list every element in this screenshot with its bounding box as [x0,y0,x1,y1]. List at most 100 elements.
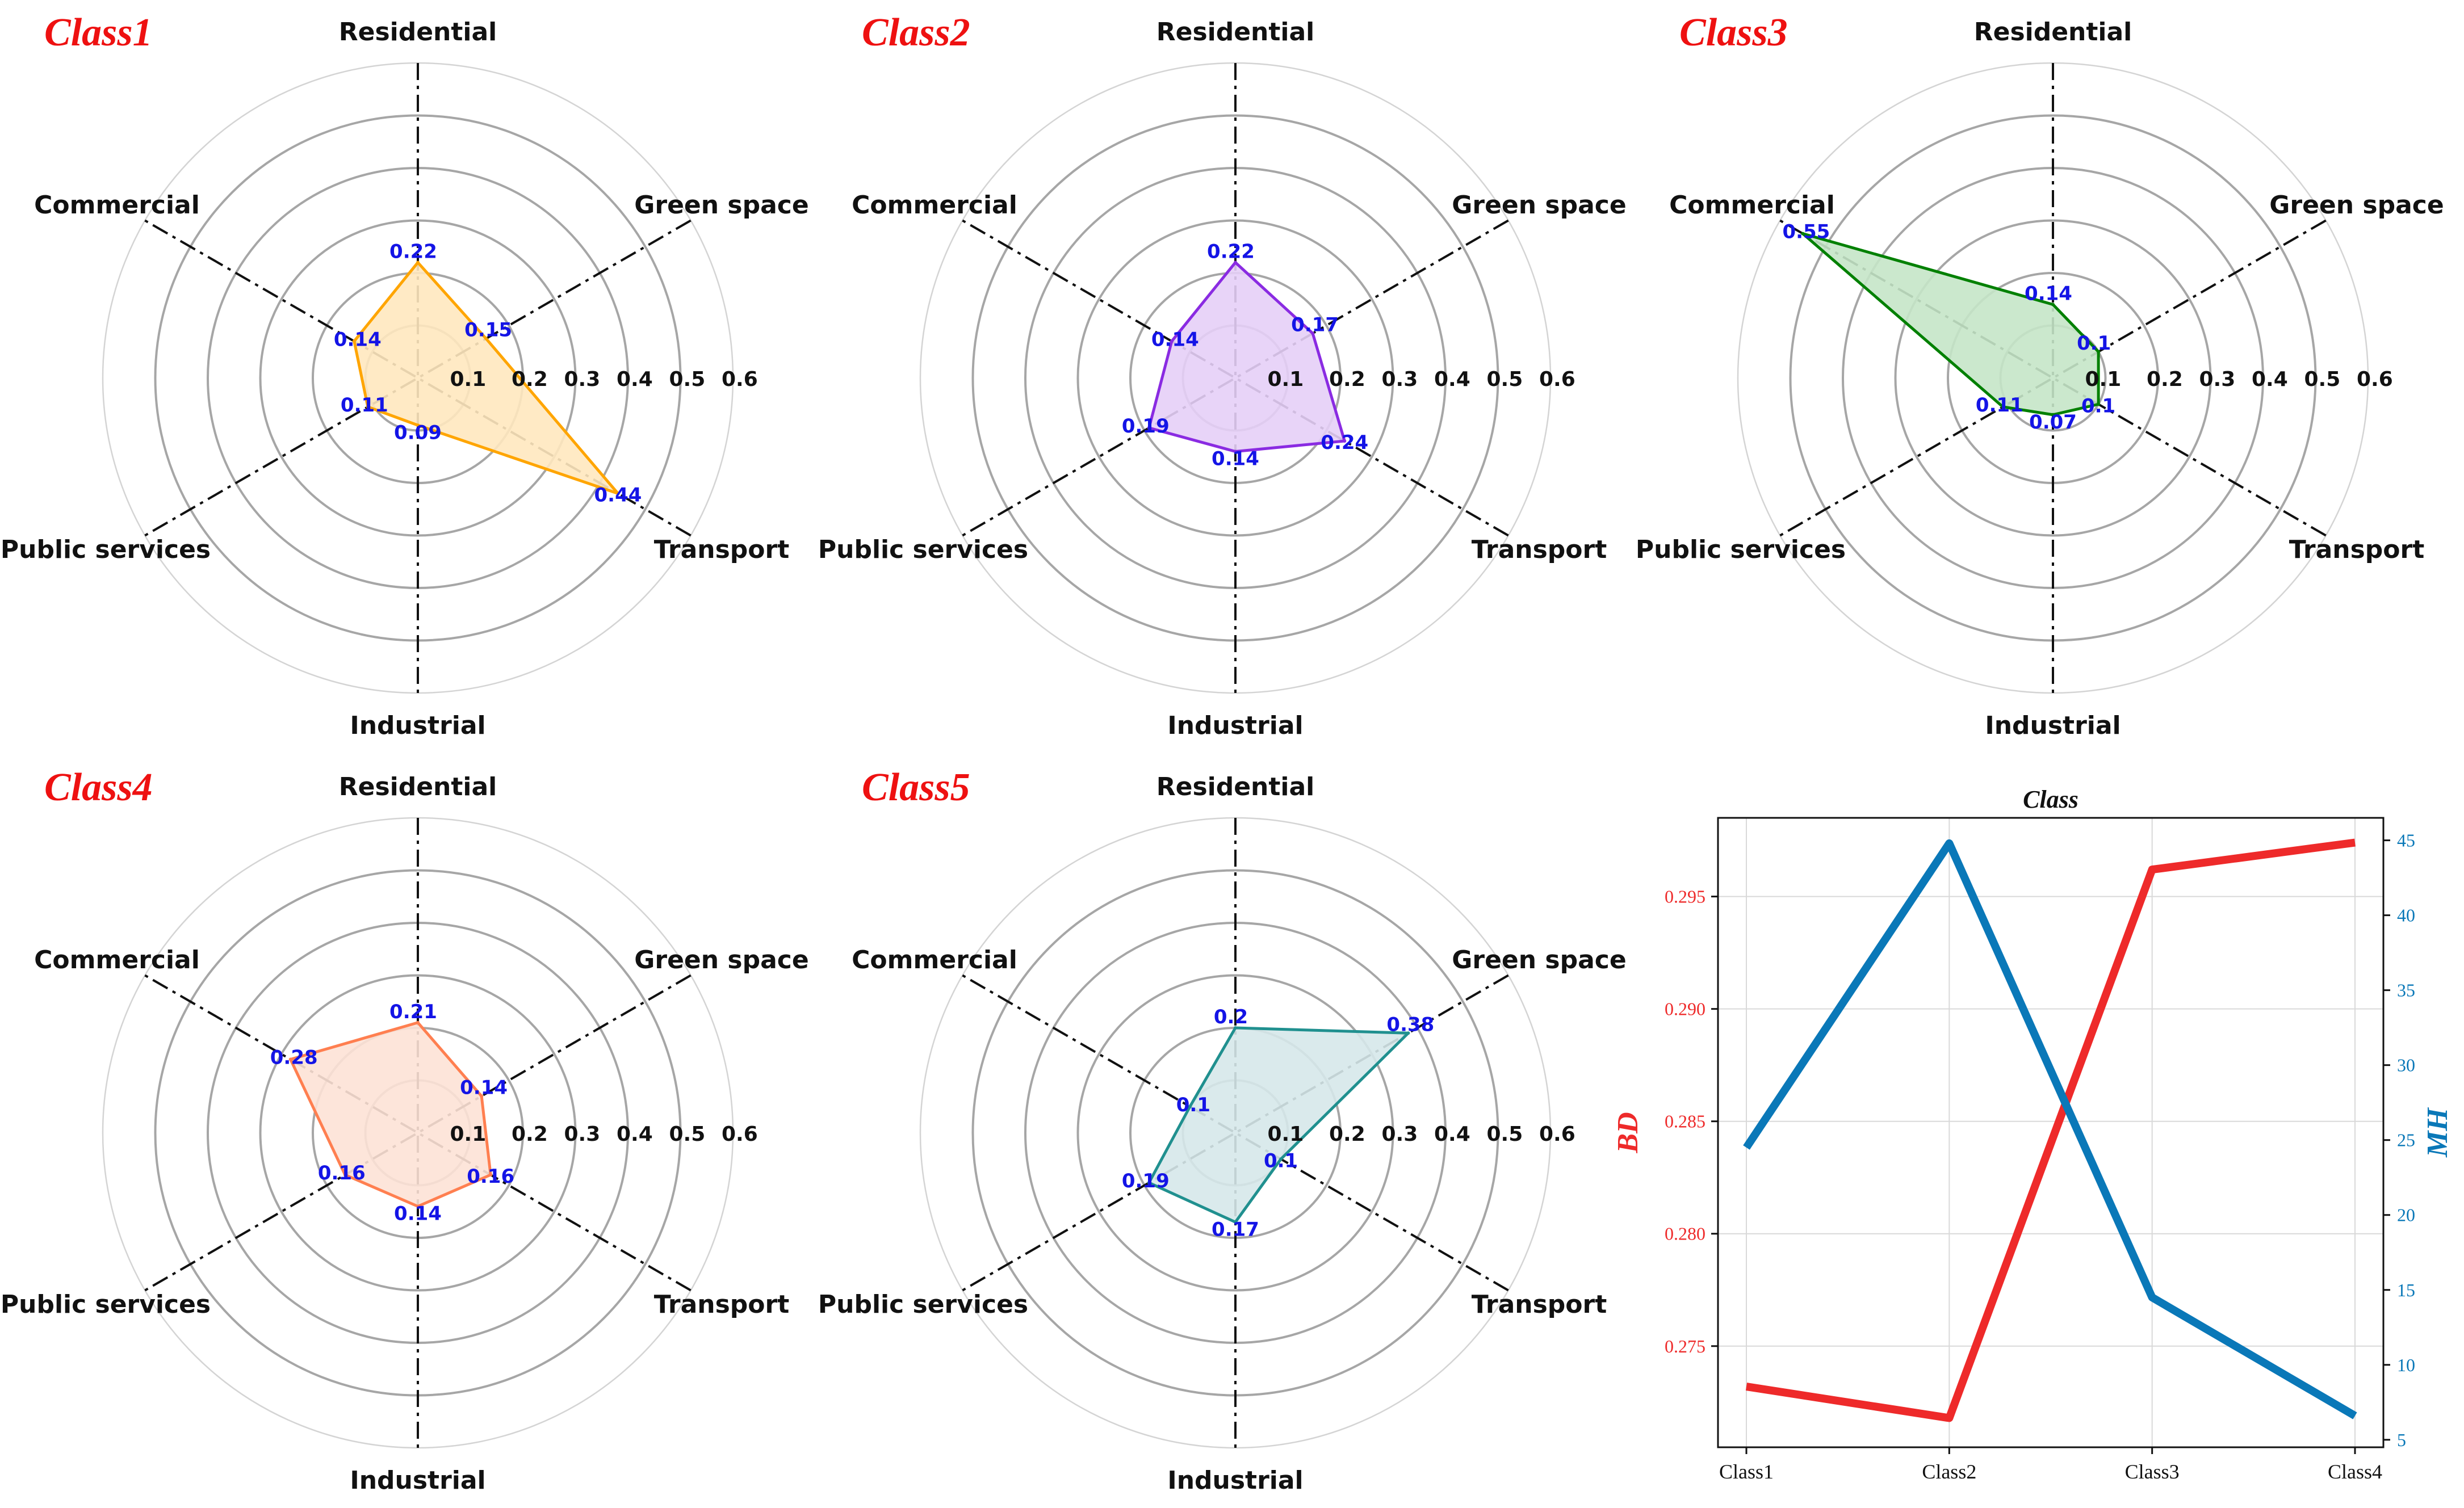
data-point [352,339,356,343]
value-label: 0.22 [1207,241,1255,263]
value-label: 0.14 [1151,328,1199,351]
data-point [416,1020,420,1024]
radial-tick-label: 0.5 [669,368,706,391]
value-label: 0.1 [2081,394,2115,417]
radial-tick-label: 0.6 [2357,368,2393,391]
plot-frame [1717,817,2385,1448]
y-tick-label-right: 5 [2397,1430,2406,1450]
y-tick-label-right: 40 [2397,905,2415,926]
data-point [343,1173,347,1177]
series-line-BD [1745,838,2356,1422]
value-label: 0.28 [270,1047,318,1069]
axis-label: Public services [1,535,211,564]
data-point [1343,439,1347,443]
axis-label: Green space [2269,191,2444,220]
y-tick-label-left: 0.280 [1665,1224,1705,1244]
grid-ring [259,219,577,537]
chart-title: Class [2023,785,2079,813]
y-tick-label-left: 0.275 [1665,1336,1705,1356]
data-point [1234,450,1237,453]
radial-tick-label: 0.2 [512,1123,548,1146]
axis-label: Public services [818,535,1028,564]
y-tick-label-left: 0.290 [1665,999,1705,1019]
data-point [1147,426,1151,430]
chart-title: Class3 [1679,11,1788,54]
data-point [416,423,420,427]
axis-label: Commercial [1669,191,1835,220]
axis-label: Commercial [34,946,200,974]
axis-label: Green space [634,946,808,974]
radial-tick-label: 0.1 [1268,1123,1304,1146]
value-label: 0.14 [1212,448,1259,471]
axis-line [144,219,692,537]
series-line-MH [1743,839,2357,1419]
data-point [2097,402,2101,406]
radial-tick-label: 0.4 [1434,1123,1470,1146]
radial-tick-label: 0.5 [1487,1123,1523,1146]
radial-tick-label: 0.6 [1539,368,1575,391]
axis-label: Residential [1156,772,1315,801]
x-tick-label: Class4 [2328,1460,2382,1483]
y-tick-label-right: 45 [2397,830,2415,851]
grid-ring [1076,974,1394,1292]
axis-label: Industrial [1985,711,2121,740]
radial-tick-label: 0.3 [564,1123,601,1146]
axis-label: Public services [818,1290,1028,1319]
axis-line [144,974,692,1292]
y-tick-label-left: 0.295 [1665,887,1705,907]
axis-label: Commercial [852,946,1017,974]
radial-tick-label: 0.3 [564,368,601,391]
radial-tick-label: 0.2 [2147,368,2183,391]
axis-line [144,974,692,1292]
value-label: 0.16 [318,1162,366,1184]
value-label: 0.2 [1214,1006,1248,1028]
axis-line [962,974,1509,1292]
radial-tick-label: 0.4 [1434,368,1470,391]
axis-label: Transport [654,535,790,564]
data-point [1234,1026,1237,1030]
radial-tick-label: 0.3 [1382,368,1418,391]
value-label: 0.07 [2029,411,2077,434]
radial-tick-label: 0.4 [2252,368,2288,391]
axis-line [1779,219,2327,537]
data-point [366,405,370,409]
x-tick-label: Class3 [2125,1460,2180,1483]
radial-tick-label: 0.2 [1329,1123,1365,1146]
data-point [616,492,620,495]
axis-label: Transport [2289,535,2425,564]
radial-tick-label: 0.5 [669,1123,706,1146]
data-point [2051,303,2055,306]
radial-tick-label: 0.2 [512,368,548,391]
value-label: 0.17 [1212,1218,1259,1241]
data-point [484,337,488,341]
data-point [1234,261,1237,264]
radial-tick-label: 0.4 [617,368,653,391]
radial-tick-label: 0.6 [722,368,758,391]
data-point [2001,405,2005,409]
value-label: 0.11 [341,394,388,417]
y-tick-label-right: 30 [2397,1055,2415,1076]
radial-tick-label: 0.1 [1268,368,1304,391]
radial-tick-label: 0.1 [2085,368,2122,391]
radial-tick-label: 0.2 [1329,368,1365,391]
axis-label: Transport [1472,1290,1607,1319]
value-label: 0.44 [594,484,642,507]
axis-label: Residential [1156,18,1315,47]
axis-label: Residential [339,772,497,801]
data-point [1170,339,1174,343]
data-point [416,261,420,264]
value-label: 0.17 [1291,313,1339,336]
data-point [1188,1104,1192,1108]
data-point [1311,331,1315,335]
value-label: 0.55 [1782,221,1830,243]
y-tick-label-left: 0.285 [1665,1111,1705,1132]
grid-ring [1076,219,1394,537]
axis-line [962,974,1509,1292]
radial-tick-label: 0.1 [450,368,487,391]
value-label: 0.14 [460,1076,508,1099]
